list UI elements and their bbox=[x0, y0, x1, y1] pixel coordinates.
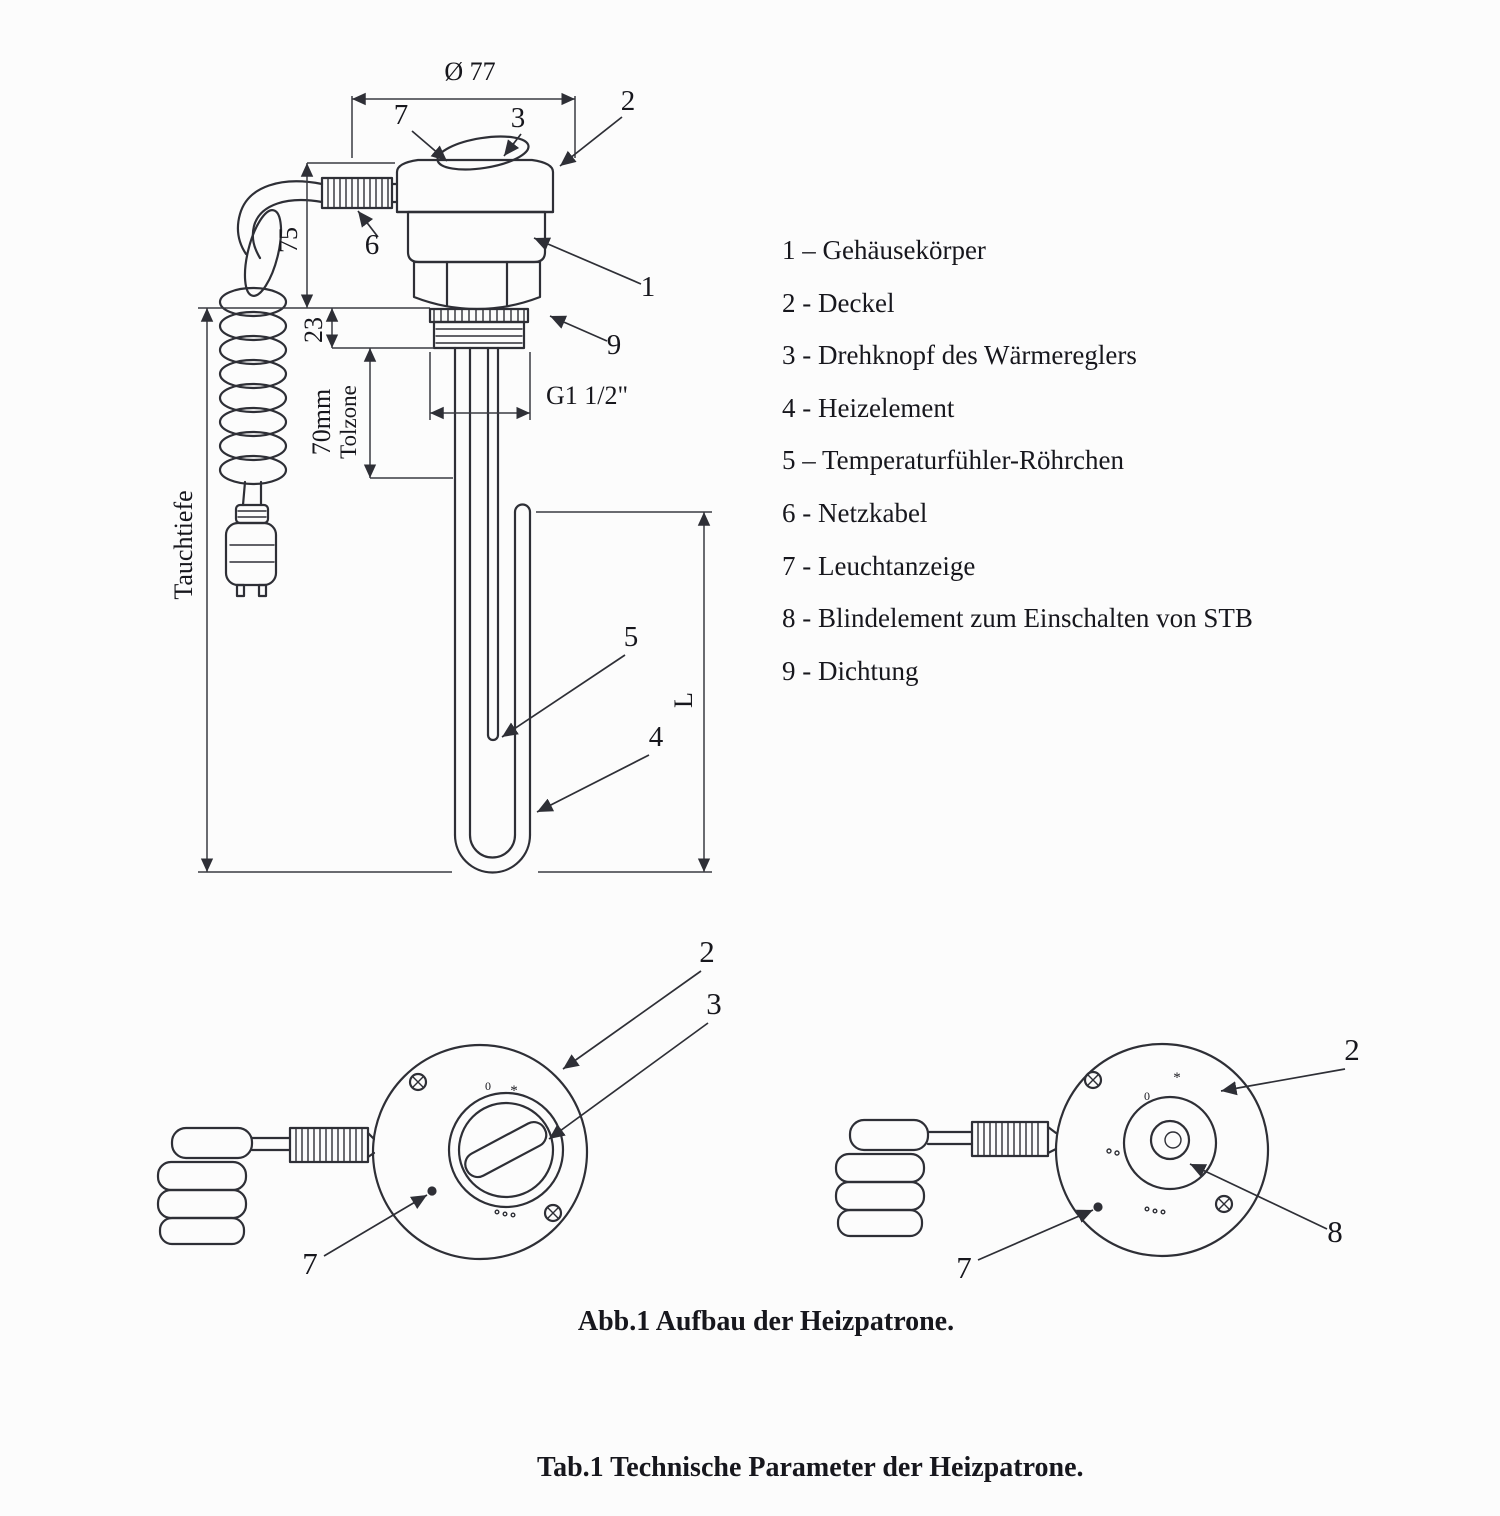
knob-grip bbox=[464, 1120, 548, 1179]
callout-1: 1 bbox=[641, 271, 656, 303]
side-view-leaders bbox=[357, 116, 650, 813]
screw-icon bbox=[1083, 1070, 1103, 1090]
screw-icon bbox=[543, 1203, 563, 1223]
dim-tolzone-label: Tolzone bbox=[336, 385, 361, 459]
callout-2: 2 bbox=[699, 934, 715, 969]
cover-face bbox=[1054, 1042, 1270, 1258]
callout-7: 7 bbox=[394, 99, 409, 131]
front-view-left bbox=[156, 1043, 589, 1261]
callout-3: 3 bbox=[511, 102, 526, 134]
legend-item-8: 8 - Blindelement zum Einschalten von STB bbox=[782, 603, 1253, 634]
seal-ring bbox=[428, 307, 530, 324]
dim-75: 75 bbox=[274, 227, 303, 253]
housing-body bbox=[406, 210, 547, 264]
legend-item-3: 3 - Drehknopf des Wärmereglers bbox=[782, 340, 1137, 371]
indicator-led bbox=[1093, 1202, 1103, 1212]
legend-item-7: 7 - Leuchtanzeige bbox=[782, 550, 976, 581]
legend-item-5: 5 – Temperaturfühler-Röhrchen bbox=[782, 445, 1124, 476]
thread-section bbox=[432, 320, 526, 350]
dial-min-mark: 0 bbox=[1144, 1089, 1150, 1103]
thermostat-knob bbox=[436, 135, 530, 171]
power-cable bbox=[218, 180, 324, 598]
dim-thread: G1 1/2" bbox=[546, 381, 628, 410]
dim-23: 23 bbox=[299, 317, 328, 343]
callout-2: 2 bbox=[621, 85, 636, 117]
frost-mark: * bbox=[510, 1083, 518, 1099]
legend-item-1: 1 – Gehäusekörper bbox=[782, 235, 986, 265]
dim-tauchtiefe: Tauchtiefe bbox=[169, 490, 198, 599]
figure-caption: Abb.1 Aufbau der Heizpatrone. bbox=[577, 1306, 955, 1337]
legend-item-6: 6 - Netzkabel bbox=[782, 497, 928, 528]
cable-gland bbox=[970, 1120, 1058, 1158]
callout-8: 8 bbox=[1327, 1214, 1343, 1249]
callout-3: 3 bbox=[706, 986, 722, 1021]
dimension-lines bbox=[198, 92, 712, 873]
front-left-leaders bbox=[323, 970, 709, 1257]
callout-2: 2 bbox=[1344, 1032, 1360, 1067]
indicator-led bbox=[427, 1186, 437, 1196]
callout-7: 7 bbox=[956, 1250, 972, 1285]
cover-face bbox=[371, 1043, 589, 1261]
cover-outline bbox=[395, 158, 555, 214]
hex-nut bbox=[412, 260, 542, 311]
side-view-drawing bbox=[218, 135, 555, 874]
callout-6: 6 bbox=[365, 229, 380, 261]
callout-9: 9 bbox=[607, 329, 622, 361]
blind-element bbox=[1164, 1131, 1182, 1149]
parts-legend: 1 – Gehäusekörper 2 - Deckel 3 - Drehkno… bbox=[782, 224, 1253, 697]
cable-gland bbox=[320, 176, 399, 210]
screw-icon bbox=[408, 1072, 428, 1092]
front-view-right bbox=[834, 1042, 1270, 1258]
frost-mark: * bbox=[1173, 1070, 1181, 1086]
legend-item-4: 4 - Heizelement bbox=[782, 392, 955, 423]
dim-tolzone-value: 70mm bbox=[307, 389, 336, 455]
callout-4: 4 bbox=[649, 721, 664, 753]
dial-min-mark: 0 bbox=[485, 1079, 491, 1093]
heating-element bbox=[453, 346, 532, 874]
dim-length: L bbox=[669, 692, 698, 708]
callout-7: 7 bbox=[302, 1246, 318, 1281]
plug bbox=[156, 1126, 292, 1246]
plug bbox=[224, 503, 278, 598]
callout-5: 5 bbox=[624, 621, 639, 653]
screw-icon bbox=[1214, 1194, 1234, 1214]
dim-diameter: Ø 77 bbox=[444, 57, 495, 86]
table-caption: Tab.1 Technische Parameter der Heizpatro… bbox=[537, 1452, 1084, 1483]
legend-item-2: 2 - Deckel bbox=[782, 287, 895, 318]
front-right-leaders bbox=[977, 1068, 1346, 1261]
sensor-tube bbox=[486, 346, 500, 742]
legend-item-9: 9 - Dichtung bbox=[782, 655, 919, 686]
plug bbox=[834, 1118, 974, 1238]
cable-gland bbox=[288, 1126, 376, 1164]
